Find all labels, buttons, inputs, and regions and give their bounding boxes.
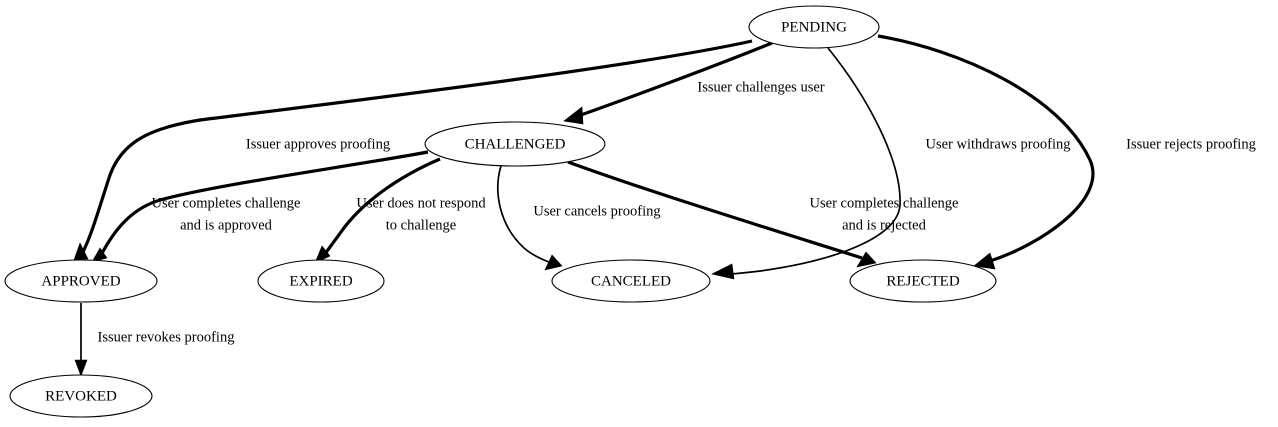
node-rejected[interactable]: REJECTED [849, 259, 997, 303]
edge-approved-revoked-arrowhead [74, 359, 88, 377]
node-canceled[interactable]: CANCELED [551, 259, 711, 303]
edge-pending-canceled-arrowhead [711, 263, 735, 280]
edge-pending-rejected-path [877, 34, 1095, 263]
edge-challenged-rejected[interactable] [567, 160, 877, 268]
edge-label-pending-challenged: Issuer challenges user [697, 79, 824, 95]
edge-label-approved-revoked: Issuer revokes proofing [98, 329, 235, 345]
edge-labels-layer: Issuer approves proofing Issuer challeng… [98, 79, 1256, 345]
edges-layer [73, 34, 1095, 377]
edge-challenged-approved-path [98, 150, 429, 258]
edge-challenged-rejected-arrowhead [856, 251, 877, 268]
node-approved-label: APPROVED [41, 273, 120, 289]
edge-label-challenged-rejected: User completes challenge and is rejected [810, 195, 959, 233]
edge-challenged-canceled-arrowhead [544, 254, 563, 271]
node-expired-ellipse [257, 259, 385, 303]
node-rejected-label: REJECTED [886, 273, 959, 289]
edge-pending-rejected-arrowhead [973, 252, 996, 270]
edge-challenged-approved-arrowhead [91, 247, 108, 263]
edge-challenged-canceled[interactable] [497, 165, 563, 271]
node-pending[interactable]: PENDING [748, 5, 880, 49]
node-approved-ellipse [4, 259, 158, 303]
edge-pending-approved-path [79, 39, 753, 257]
node-rejected-ellipse [849, 259, 997, 303]
edge-label-challenged-approved: User completes challenge and is approved [152, 195, 301, 233]
edge-challenged-approved[interactable] [91, 150, 429, 263]
edge-label-challenged-expired-line1: User does not respond [356, 195, 486, 211]
edge-challenged-rejected-path [567, 160, 863, 260]
edge-label-challenged-approved-line2: and is approved [180, 217, 273, 233]
edge-label-challenged-expired-line2: to challenge [386, 217, 456, 233]
edge-label-challenged-canceled: User cancels proofing [533, 203, 660, 219]
edge-pending-canceled-path [759, 47, 901, 272]
edge-pending-challenged-arrowhead [563, 106, 584, 125]
node-challenged-ellipse [424, 121, 606, 167]
node-revoked-ellipse [9, 374, 153, 418]
edge-approved-revoked[interactable] [74, 303, 88, 377]
edge-challenged-canceled-path [497, 165, 550, 263]
edge-label-challenged-rejected-line1: User completes challenge [810, 195, 959, 211]
node-revoked[interactable]: REVOKED [9, 374, 153, 418]
node-canceled-label: CANCELED [591, 273, 671, 289]
edge-pending-canceled[interactable] [711, 47, 901, 280]
node-approved[interactable]: APPROVED [4, 259, 158, 303]
edge-pending-challenged-path [577, 41, 773, 118]
edge-pending-rejected[interactable] [877, 34, 1095, 270]
edge-pending-challenged[interactable] [563, 41, 773, 125]
edge-challenged-expired-path [320, 157, 441, 259]
node-expired[interactable]: EXPIRED [257, 259, 385, 303]
edge-label-challenged-expired: User does not respond to challenge [356, 195, 486, 233]
edge-label-pending-rejected: Issuer rejects proofing [1126, 136, 1256, 152]
node-expired-label: EXPIRED [289, 273, 353, 289]
edge-label-challenged-approved-line1: User completes challenge [152, 195, 301, 211]
node-pending-ellipse [748, 5, 880, 49]
edge-pending-canceled-path-tail [721, 270, 761, 276]
edge-label-pending-canceled: User withdraws proofing [926, 136, 1071, 152]
node-pending-label: PENDING [781, 19, 847, 35]
nodes-layer: PENDING CHALLENGED APPROVED EXPIRED CANC… [4, 5, 997, 418]
node-revoked-label: REVOKED [45, 388, 117, 404]
node-challenged[interactable]: CHALLENGED [424, 121, 606, 167]
node-challenged-label: CHALLENGED [465, 136, 566, 152]
edge-label-pending-approved: Issuer approves proofing [246, 136, 390, 152]
node-canceled-ellipse [551, 259, 711, 303]
edge-label-challenged-rejected-line2: and is rejected [842, 217, 926, 233]
